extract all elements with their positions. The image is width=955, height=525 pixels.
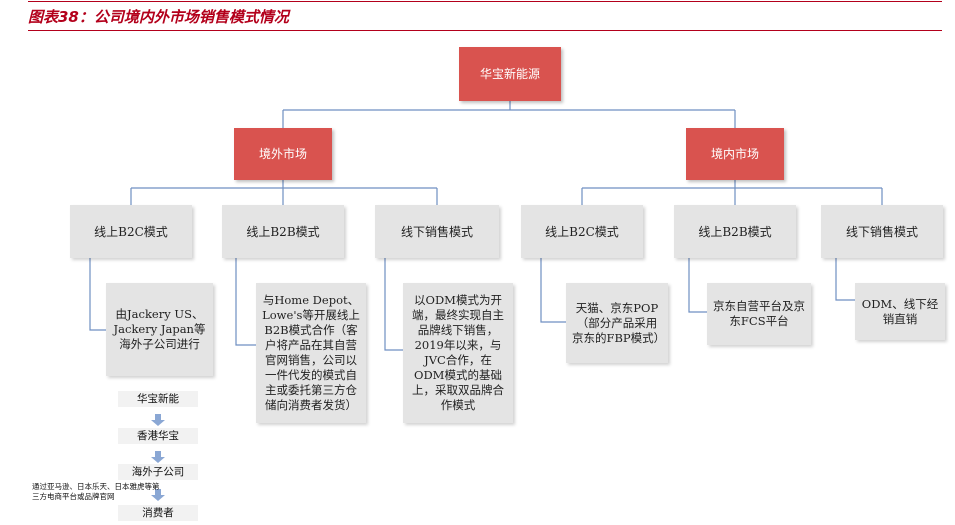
overseas-b2b-detail-text: 与Home Depot、Lowe's等开展线上B2B模式合作（客户将产品在其自营… xyxy=(262,293,360,412)
domestic-b2c-node: 线上B2C模式 xyxy=(521,205,643,258)
domestic-offline-node: 线下销售模式 xyxy=(821,205,943,258)
root-node: 华宝新能源 xyxy=(459,47,561,101)
overseas-offline-label: 线下销售模式 xyxy=(400,224,473,239)
figure-title: 图表38：公司境内外市场销售模式情况 xyxy=(28,8,289,26)
chain-step-parent: 华宝新能 xyxy=(118,391,198,407)
domestic-b2c-label: 线上B2C模式 xyxy=(545,224,619,239)
domestic-offline-detail-text: ODM、线下经销直销 xyxy=(861,296,939,326)
overseas-b2b-label: 线上B2B模式 xyxy=(246,224,320,239)
overseas-b2b-node: 线上B2B模式 xyxy=(222,205,344,258)
title-bottom-rule xyxy=(28,30,942,31)
domestic-offline-detail: ODM、线下经销直销 xyxy=(855,283,945,340)
chain-step-hk: 香港华宝 xyxy=(118,428,198,444)
root-label: 华宝新能源 xyxy=(479,67,540,81)
chain-down-arrow-icon xyxy=(151,489,165,501)
overseas-b2c-detail: 由Jackery US、Jackery Japan等海外子公司进行 xyxy=(106,283,213,376)
overseas-market-node: 境外市场 xyxy=(234,128,332,180)
domestic-offline-label: 线下销售模式 xyxy=(845,224,918,239)
chain-down-arrow-icon xyxy=(151,414,165,426)
overseas-b2c-label: 线上B2C模式 xyxy=(94,224,168,239)
domestic-b2b-node: 线上B2B模式 xyxy=(674,205,796,258)
overseas-market-label: 境外市场 xyxy=(258,147,307,161)
title-top-rule xyxy=(28,1,942,2)
overseas-b2c-node: 线上B2C模式 xyxy=(70,205,192,258)
chain-step-subsidiary: 海外子公司 xyxy=(118,464,198,480)
overseas-offline-detail-text: 以ODM模式为开端，最终实现自主品牌线下销售，2019年以来，与JVC合作，在O… xyxy=(412,293,504,412)
domestic-market-label: 境内市场 xyxy=(710,147,759,161)
domestic-b2b-label: 线上B2B模式 xyxy=(698,224,772,239)
domestic-b2c-detail-text: 天猫、京东POP（部分产品采用京东的FBP模式） xyxy=(572,300,666,345)
domestic-b2c-detail: 天猫、京东POP（部分产品采用京东的FBP模式） xyxy=(566,283,668,363)
domestic-b2b-detail-text: 京东自营平台及京东FCS平台 xyxy=(713,299,805,328)
chain-step-consumer: 消费者 xyxy=(118,505,198,521)
overseas-offline-detail: 以ODM模式为开端，最终实现自主品牌线下销售，2019年以来，与JVC合作，在O… xyxy=(403,283,513,423)
overseas-offline-node: 线下销售模式 xyxy=(375,205,499,258)
domestic-b2b-detail: 京东自营平台及京东FCS平台 xyxy=(707,283,811,345)
chain-down-arrow-icon xyxy=(151,451,165,463)
overseas-b2c-detail-text: 由Jackery US、Jackery Japan等海外子公司进行 xyxy=(113,307,206,351)
channel-footnote: 通过亚马逊、日本乐天、日本雅虎等第三方电商平台或品牌官网 xyxy=(32,482,160,501)
domestic-market-node: 境内市场 xyxy=(686,128,784,180)
overseas-b2b-detail: 与Home Depot、Lowe's等开展线上B2B模式合作（客户将产品在其自营… xyxy=(256,283,366,423)
